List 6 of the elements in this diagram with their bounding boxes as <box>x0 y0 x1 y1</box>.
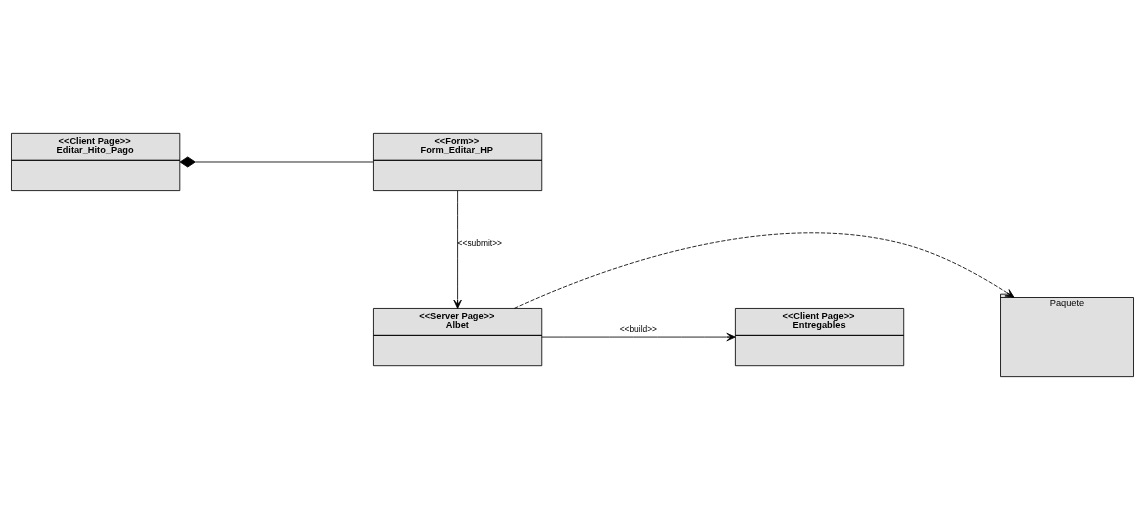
arrow <box>514 232 1015 309</box>
connector <box>179 156 374 168</box>
edge-label: <<build>> <box>619 324 658 335</box>
arrow <box>453 190 462 309</box>
edge-label: <<submit>> <box>457 238 503 249</box>
arrow <box>541 332 736 342</box>
